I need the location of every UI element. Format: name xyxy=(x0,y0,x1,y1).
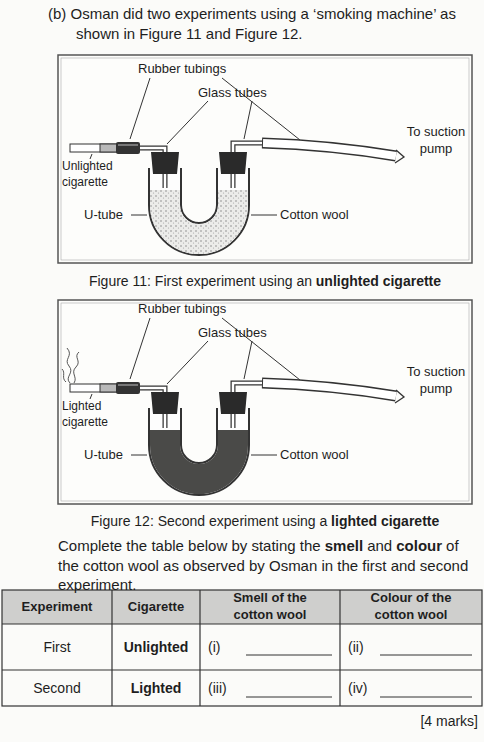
text-block: (iii) xyxy=(208,670,244,706)
text-block: Experiment xyxy=(2,590,112,624)
figure-caption-bold: lighted cigarette xyxy=(331,513,439,529)
answer-number: (iv) xyxy=(348,679,367,697)
text-block: Figure 12: Second experiment using aligh… xyxy=(58,512,472,530)
text-block: Rubber tubings xyxy=(138,61,248,78)
figure-caption-bold: unlighted cigarette xyxy=(316,273,441,289)
part-label: U-tube xyxy=(84,447,123,462)
text-block: To suction pump xyxy=(404,124,468,158)
text-block: Glass tubes xyxy=(198,85,288,102)
text-block: Cotton wool xyxy=(280,207,370,224)
text-block: U-tube xyxy=(84,447,130,464)
table-cell: Lighted xyxy=(131,679,182,697)
question-text: (b) Osman did two experiments using a ‘s… xyxy=(48,5,456,42)
part-label: Glass tubes xyxy=(198,325,267,340)
part-label: Glass tubes xyxy=(198,85,267,100)
figure-caption: Figure 12: Second experiment using a xyxy=(91,513,328,529)
text-block: Glass tubes xyxy=(198,325,288,342)
text-block: Colour of the cotton wool xyxy=(355,590,467,624)
part-label: Rubber tubings xyxy=(138,301,226,316)
answer-number: (ii) xyxy=(348,638,364,656)
text-block: To suction pump xyxy=(404,364,468,398)
text-block: Unlighted xyxy=(112,624,200,670)
table-header: Experiment xyxy=(22,599,93,616)
text-block: Lighted cigarette xyxy=(62,399,144,430)
part-label: To suction pump xyxy=(407,364,466,396)
text-block: Unlighted cigarette xyxy=(62,159,144,190)
marks-note: [4 marks] xyxy=(420,713,478,729)
text-block: (b) Osman did two experiments using a ‘s… xyxy=(48,4,484,43)
text-block: Rubber tubings xyxy=(138,301,248,318)
text-block: First xyxy=(2,624,112,670)
instruction-bold: smell xyxy=(325,537,363,554)
part-label: Cotton wool xyxy=(280,447,349,462)
text-block: Cotton wool xyxy=(280,447,370,464)
table-cell: First xyxy=(43,638,70,656)
figure-caption: Figure 11: First experiment using an xyxy=(89,273,312,289)
text-block: Second xyxy=(2,670,112,706)
part-label: Unlighted cigarette xyxy=(62,159,113,189)
text-block: (iv) xyxy=(348,670,380,706)
table-cell: Second xyxy=(33,679,80,697)
text-block: Cigarette xyxy=(112,590,200,624)
text-block: (i) xyxy=(208,624,244,670)
instruction-bold: colour xyxy=(396,537,442,554)
instruction-text: and xyxy=(367,537,392,554)
part-label: Rubber tubings xyxy=(138,61,226,76)
part-label: Lighted cigarette xyxy=(62,399,108,429)
text-block: Complete the table below by stating thes… xyxy=(58,536,476,595)
text-block: (ii) xyxy=(348,624,380,670)
instruction-text: Complete the table below by stating the xyxy=(58,537,321,554)
part-label: To suction pump xyxy=(407,124,466,156)
text-block: Figure 11: First experiment using anunli… xyxy=(58,272,472,290)
table-cell: Unlighted xyxy=(124,638,189,656)
text-block: Smell of the cotton wool xyxy=(215,590,325,624)
part-label: U-tube xyxy=(84,207,123,222)
table-header: Colour of the cotton wool xyxy=(355,590,467,624)
answer-number: (iii) xyxy=(208,679,227,697)
text-block: Lighted xyxy=(112,670,200,706)
answer-number: (i) xyxy=(208,638,220,656)
text-block: [4 marks] xyxy=(400,712,478,730)
table-header: Smell of the cotton wool xyxy=(215,590,325,624)
part-label: Cotton wool xyxy=(280,207,349,222)
text-block: U-tube xyxy=(84,207,130,224)
table-header: Cigarette xyxy=(128,599,184,616)
